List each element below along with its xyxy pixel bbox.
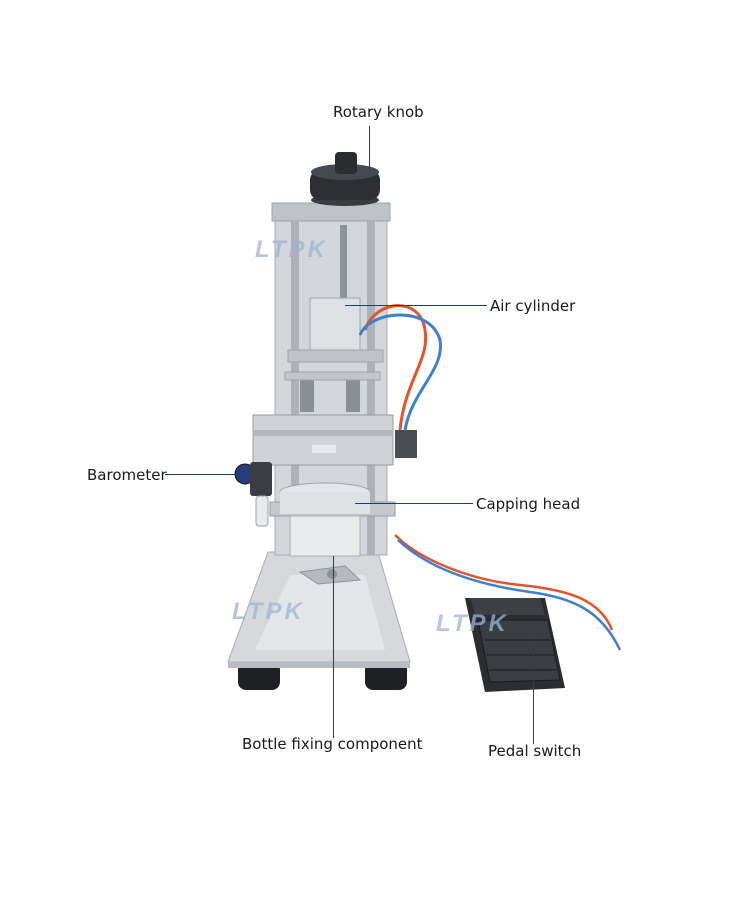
label-air-cylinder: Air cylinder <box>490 297 576 315</box>
leader-line-air-cylinder <box>345 305 487 306</box>
spring-left <box>300 378 314 412</box>
left-foot <box>238 662 280 690</box>
pedal-cable-blue <box>397 539 622 651</box>
base-plate-inner-panel <box>255 575 385 650</box>
guide-rod-right <box>367 220 375 555</box>
watermark-pedal: LTPK <box>436 610 509 637</box>
air-fitting <box>395 430 417 458</box>
base-plate-front-edge <box>228 662 410 668</box>
motor-label <box>312 445 336 453</box>
guide-rod-left <box>291 220 299 555</box>
leader-line-barometer <box>165 474 245 475</box>
label-bottle-fixing-component: Bottle fixing component <box>242 735 423 753</box>
leader-line-bottle-fixing <box>333 556 334 738</box>
capping-cylinder <box>289 515 361 557</box>
label-barometer: Barometer <box>87 466 167 484</box>
right-foot <box>365 662 407 690</box>
label-capping-head: Capping head <box>476 495 581 513</box>
barometer-regulator <box>250 462 272 496</box>
filter-bowl <box>255 495 269 527</box>
motor-block-stripe <box>253 430 393 436</box>
motor-block <box>252 414 394 466</box>
spring-plate <box>284 371 381 381</box>
bottle-fixing-center <box>327 569 337 579</box>
pedal-switch-plate <box>477 619 561 683</box>
column-top-plate <box>271 202 391 222</box>
pedal-cable-red <box>394 534 614 631</box>
watermark-top: LTPK <box>255 236 328 263</box>
air-cylinder-body <box>309 297 361 357</box>
capping-head-body <box>280 492 370 514</box>
lead-screw <box>340 225 347 345</box>
air-tube-red <box>363 304 428 431</box>
pedal-switch-top <box>470 598 545 615</box>
air-tube-blue <box>358 313 442 431</box>
spring-right <box>346 378 360 412</box>
watermark-base: LTPK <box>232 598 305 625</box>
leader-line-pedal-switch <box>533 628 534 744</box>
leader-line-rotary-knob <box>369 126 370 170</box>
rotary-knob-handle <box>335 152 357 174</box>
leader-line-capping-head <box>355 503 473 504</box>
air-cylinder-plate <box>287 349 384 363</box>
label-pedal-switch: Pedal switch <box>488 742 582 760</box>
label-rotary-knob: Rotary knob <box>333 103 424 121</box>
